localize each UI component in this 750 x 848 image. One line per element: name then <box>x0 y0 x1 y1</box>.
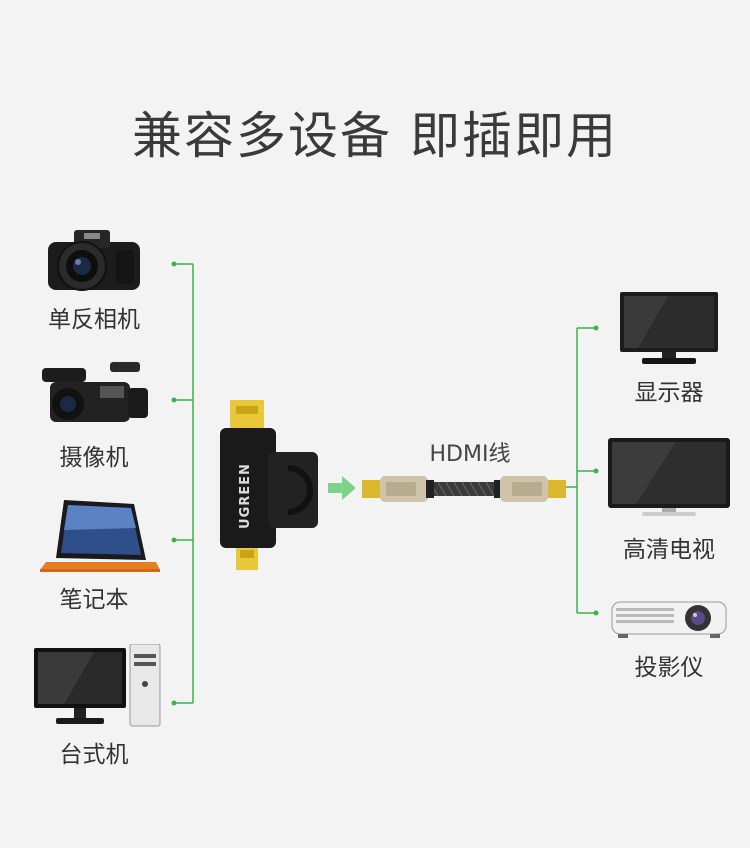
device-label-camcorder: 摄像机 <box>59 445 129 471</box>
device-label-hdtv: 高清电视 <box>623 537 715 563</box>
arrow-right-icon <box>328 476 356 500</box>
ugreen-adapter-image <box>218 398 322 578</box>
hd-tv-icon <box>606 436 732 522</box>
adapter-brand-label: UGREEN <box>238 463 253 529</box>
camcorder-icon <box>40 360 152 434</box>
desktop-pc-icon <box>34 643 164 732</box>
projector-icon <box>610 596 728 644</box>
device-label-laptop: 笔记本 <box>59 587 129 613</box>
device-label-dslr: 单反相机 <box>48 307 140 333</box>
device-label-desktop: 台式机 <box>59 742 129 768</box>
device-label-projector: 投影仪 <box>634 655 704 681</box>
dslr-camera-icon <box>44 224 144 298</box>
cable-label: HDMI线 <box>429 442 511 467</box>
monitor-icon <box>618 290 720 370</box>
laptop-icon <box>36 498 162 578</box>
hdmi-cable-image <box>360 470 568 512</box>
page-title: 兼容多设备 即插即用 <box>132 107 618 165</box>
device-label-monitor: 显示器 <box>634 380 704 406</box>
